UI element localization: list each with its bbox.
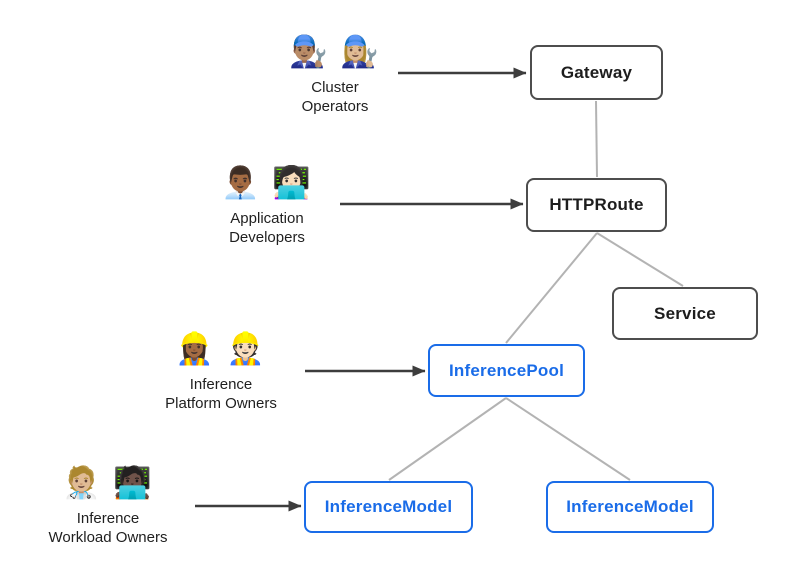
node-gateway-label: Gateway	[560, 62, 633, 82]
persona-inference-workload-owners: 🧑🏼‍⚕️ 🧑🏿‍💻 Inference Workload Owners	[49, 463, 168, 547]
node-inferencepool: InferencePool	[428, 344, 585, 397]
mechanics-emoji-icon: 👨🏽‍🔧 👩🏼‍🔧	[289, 34, 381, 69]
construction-workers-emoji-icon: 👷🏾‍♀️ 👷🏻	[175, 331, 267, 366]
node-inferencemodel-2-label: InferenceModel	[566, 497, 694, 516]
connector-inferencepool-inferencemodel-2	[505, 397, 631, 481]
persona-inference-workload-owners-label: Inference Workload Owners	[48, 510, 168, 546]
node-gateway: Gateway	[530, 45, 663, 100]
persona-inference-platform-owners-label: Inference Platform Owners	[165, 376, 277, 412]
connector-httproute-service	[596, 232, 684, 287]
persona-application-developers-label: Application Developers	[229, 210, 305, 246]
scientist-technologist-emoji-icon: 🧑🏼‍⚕️ 🧑🏿‍💻	[62, 465, 154, 500]
developers-emoji-icon: 👨🏾‍💼 👩🏻‍💻	[221, 165, 313, 200]
node-inferencepool-label: InferencePool	[448, 360, 565, 380]
persona-cluster-operators: 👨🏽‍🔧 👩🏼‍🔧 Cluster Operators	[289, 32, 381, 116]
connector-httproute-inferencepool	[505, 232, 598, 344]
connector-gateway-httproute	[595, 100, 598, 178]
persona-inference-platform-owners: 👷🏾‍♀️ 👷🏻 Inference Platform Owners	[165, 329, 277, 413]
persona-cluster-operators-label: Cluster Operators	[301, 79, 369, 115]
node-inferencemodel-2: InferenceModel	[546, 481, 714, 533]
node-inferencemodel-1-label: InferenceModel	[324, 497, 453, 516]
persona-application-developers: 👨🏾‍💼 👩🏻‍💻 Application Developers	[221, 163, 313, 247]
node-httproute-label: HTTPRoute	[549, 195, 644, 214]
node-service-label: Service	[654, 303, 716, 323]
connector-inferencepool-inferencemodel-1	[388, 397, 507, 481]
node-inferencemodel-1: InferenceModel	[304, 481, 473, 533]
node-httproute: HTTPRoute	[526, 178, 667, 232]
node-service: Service	[612, 287, 758, 340]
